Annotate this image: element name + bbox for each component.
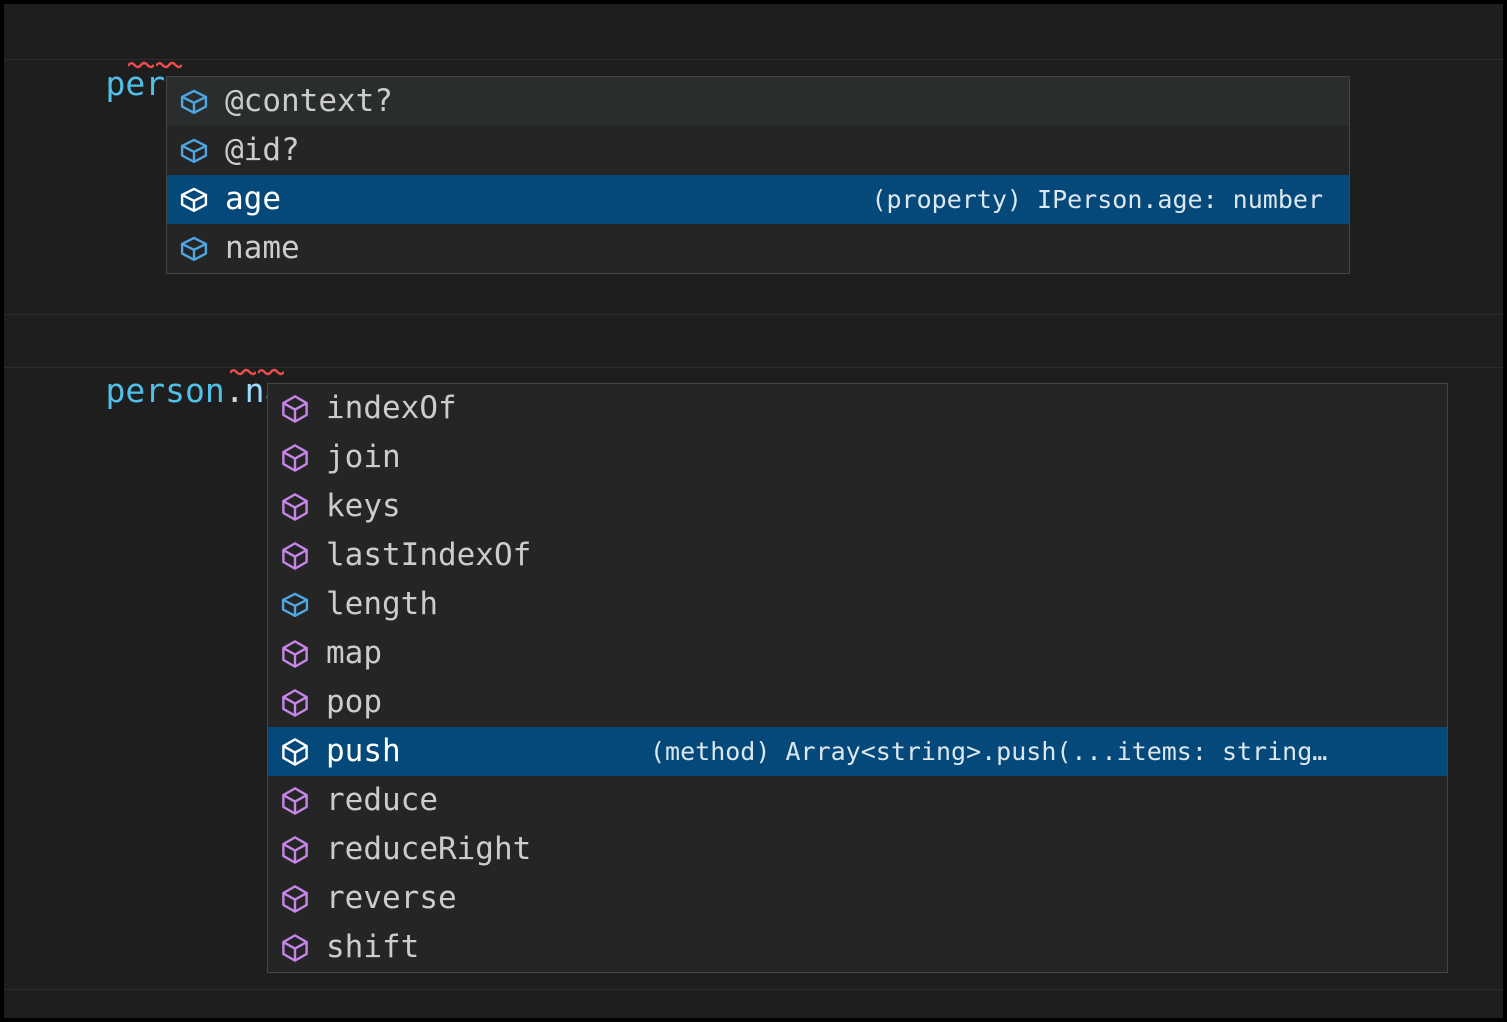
suggestion-label: keys [326, 488, 401, 524]
suggestion-label: length [326, 586, 438, 622]
method-cube-icon [282, 737, 308, 766]
suggestion-label: push [326, 733, 401, 769]
suggestion-label: reduceRight [326, 831, 532, 867]
method-cube-icon [282, 786, 308, 815]
code-token-dot: . [224, 371, 245, 410]
suggestion-label: @context? [225, 83, 393, 119]
method-cube-icon [282, 639, 308, 668]
suggestion-item-indexof[interactable]: indexOf [268, 384, 1447, 433]
suggestion-item-reduce[interactable]: reduce [268, 776, 1447, 825]
suggestion-item-reverse[interactable]: reverse [268, 874, 1447, 923]
method-cube-icon [282, 541, 308, 570]
method-cube-icon [282, 933, 308, 962]
suggestion-label: shift [326, 929, 420, 965]
property-cube-icon [281, 592, 309, 617]
background-rule [4, 59, 1503, 60]
property-cube-icon [180, 89, 208, 114]
method-cube-icon [282, 835, 308, 864]
suggestion-item-age[interactable]: age (property) IPerson.age: number [167, 175, 1349, 224]
suggestion-label: reverse [326, 880, 457, 916]
suggestion-item-pop[interactable]: pop [268, 678, 1447, 727]
property-cube-icon [180, 236, 208, 261]
background-rule [4, 314, 1503, 315]
suggestion-detail: (property) IPerson.age: number [871, 185, 1323, 214]
error-squiggle-icon [128, 60, 154, 69]
code-token-variable: person [105, 371, 225, 410]
property-cube-icon [180, 138, 208, 163]
suggestion-label: @id? [225, 132, 300, 168]
suggestion-item-length[interactable]: length [268, 580, 1447, 629]
method-cube-icon [282, 884, 308, 913]
suggestion-label: age [225, 181, 281, 217]
suggestion-item-context[interactable]: @context? [167, 77, 1349, 126]
suggestion-item-map[interactable]: map [268, 629, 1447, 678]
suggestion-detail: (method) Array<string>.push(...items: st… [650, 737, 1328, 766]
code-line-1[interactable]: person.; [4, 12, 1503, 103]
autocomplete-popup-person[interactable]: @context? @id? age (property) IPerson.age: … [166, 76, 1350, 274]
background-rule [4, 367, 1503, 368]
suggestion-label: name [225, 230, 300, 266]
suggestion-item-name[interactable]: name [167, 224, 1349, 273]
autocomplete-popup-name[interactable]: indexOf join keys lastIndexOf length map pop pu… [267, 383, 1448, 973]
suggestion-item-keys[interactable]: keys [268, 482, 1447, 531]
suggestion-item-push[interactable]: push (method) Array<string>.push(...items… [268, 727, 1447, 776]
error-squiggle-icon [156, 60, 182, 69]
suggestion-item-join[interactable]: join [268, 433, 1447, 482]
suggestion-label: reduce [326, 782, 438, 818]
code-line-2[interactable]: person.name.; [4, 319, 1503, 410]
method-cube-icon [282, 443, 308, 472]
suggestion-label: indexOf [326, 390, 457, 426]
suggestion-label: lastIndexOf [326, 537, 532, 573]
suggestion-label: map [326, 635, 382, 671]
background-rule [4, 989, 1503, 990]
suggestion-item-reduceright[interactable]: reduceRight [268, 825, 1447, 874]
method-cube-icon [282, 492, 308, 521]
error-squiggle-icon [230, 367, 256, 376]
error-squiggle-icon [258, 367, 284, 376]
method-cube-icon [282, 394, 308, 423]
suggestion-item-id[interactable]: @id? [167, 126, 1349, 175]
suggestion-label: join [326, 439, 401, 475]
method-cube-icon [282, 688, 308, 717]
suggestion-label: pop [326, 684, 382, 720]
suggestion-item-shift[interactable]: shift [268, 923, 1447, 972]
code-editor-surface: person.; person.name.; @context? @id? age (… [4, 4, 1503, 1018]
suggestion-item-lastindexof[interactable]: lastIndexOf [268, 531, 1447, 580]
property-cube-icon [180, 187, 208, 212]
